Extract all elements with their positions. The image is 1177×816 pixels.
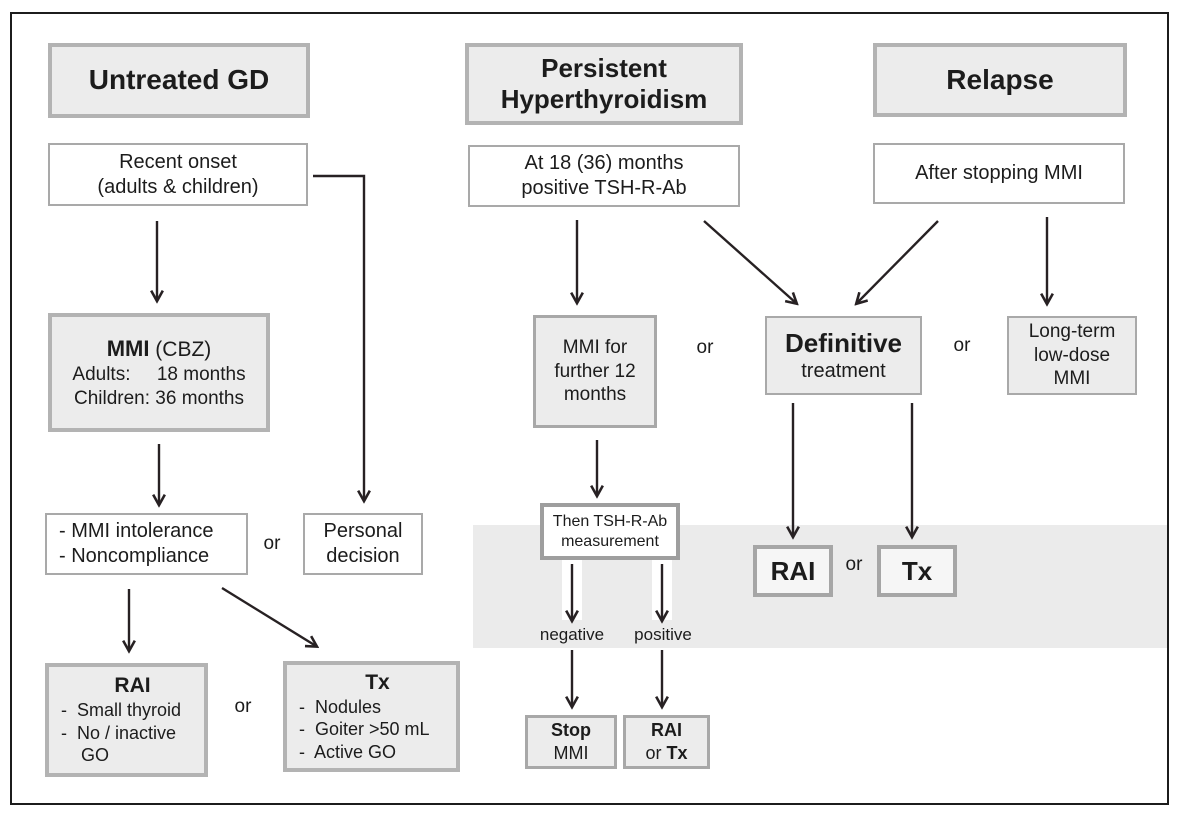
- box-mmi-cbz: MMI (CBZ) Adults: 18 months Children: 36…: [48, 313, 270, 432]
- box-tx-detail: Tx - Nodules - Goiter >50 mL - Active GO: [283, 661, 460, 772]
- definitive-title: Definitive: [784, 327, 903, 358]
- rai-detail-item1: - Small thyroid: [61, 700, 182, 721]
- tx-detail-item1: - Nodules: [299, 696, 382, 717]
- header-untreated-gd-label: Untreated GD: [88, 64, 270, 96]
- after-stopping-label: After stopping MMI: [915, 162, 1083, 184]
- mmi-further-line2: further 12: [554, 360, 636, 382]
- box-rai-detail: RAI - Small thyroid - No / inactive GO: [45, 663, 208, 777]
- box-at-18-months: At 18 (36) months positive TSH-R-Ab: [468, 145, 740, 207]
- tx-detail-item2: - Goiter >50 mL: [299, 719, 430, 740]
- rai-or-tx-tx: Tx: [666, 743, 688, 763]
- rai-detail-item2: - No / inactive: [61, 722, 177, 743]
- personal-decision-line2: decision: [326, 545, 400, 567]
- persistent-line1: Persistent: [541, 52, 667, 83]
- or-label-right: or: [953, 335, 971, 356]
- box-rai-or-tx: RAI or Tx: [623, 715, 710, 769]
- mmi-intolerance-line2: - Noncompliance: [59, 545, 210, 567]
- box-tx-big: Tx: [877, 545, 957, 597]
- mmi-cbz-title: MMI (CBZ): [107, 335, 212, 363]
- long-term-line2: low-dose: [1033, 344, 1111, 366]
- rai-or-tx-or: or: [645, 743, 667, 763]
- label-negative: negative: [539, 625, 605, 644]
- arrow-strip-positive: [652, 558, 672, 620]
- then-tshrab-line2: measurement: [561, 532, 659, 550]
- label-positive: positive: [634, 625, 692, 644]
- stop-mmi-line2: MMI: [553, 743, 589, 763]
- mmi-further-line3: months: [563, 384, 627, 406]
- header-persistent-hyperthyroidism: Persistent Hyperthyroidism: [465, 43, 743, 125]
- header-relapse-label: Relapse: [946, 63, 1054, 95]
- tx-big-label: Tx: [901, 555, 933, 586]
- mmi-cbz-title-bold: MMI: [106, 335, 150, 361]
- recent-onset-line2: (adults & children): [97, 175, 259, 198]
- at18-line2: positive TSH-R-Ab: [521, 177, 687, 199]
- at18-line1: At 18 (36) months: [524, 152, 684, 174]
- stop-mmi-line1: Stop: [551, 719, 591, 740]
- persistent-line2: Hyperthyroidism: [500, 84, 708, 114]
- mmi-intolerance-line1: - MMI intolerance: [59, 520, 214, 542]
- or-label-mid: or: [696, 337, 714, 358]
- tx-detail-title: Tx: [365, 670, 390, 694]
- tx-detail-item3: - Active GO: [299, 741, 397, 762]
- mmi-cbz-title-rest: (CBZ): [149, 337, 212, 361]
- long-term-line3: MMI: [1053, 368, 1091, 390]
- rai-big-label: RAI: [770, 555, 816, 586]
- mmi-cbz-row1: Adults: 18 months: [72, 363, 246, 385]
- box-then-tshrab: Then TSH-R-Ab measurement: [540, 503, 680, 560]
- header-relapse: Relapse: [873, 43, 1127, 117]
- long-term-line1: Long-term: [1028, 320, 1116, 342]
- then-tshrab-line1: Then TSH-R-Ab: [552, 512, 668, 530]
- or-label-rai-tx-left: or: [234, 696, 252, 717]
- or-label-personal: or: [263, 533, 281, 554]
- box-long-term-mmi: Long-term low-dose MMI: [1007, 316, 1137, 395]
- box-recent-onset: Recent onset (adults & children): [48, 143, 308, 206]
- rai-or-tx-line2: or Tx: [645, 742, 687, 765]
- mmi-further-line1: MMI for: [562, 336, 628, 358]
- box-stop-mmi: Stop MMI: [525, 715, 617, 769]
- box-rai-big: RAI: [753, 545, 833, 597]
- mmi-cbz-row2: Children: 36 months: [73, 387, 245, 409]
- box-after-stopping-mmi: After stopping MMI: [873, 143, 1125, 204]
- arrow-strip-negative: [562, 558, 582, 620]
- rai-or-tx-line1: RAI: [651, 719, 682, 740]
- box-mmi-intolerance: - MMI intolerance - Noncompliance: [45, 513, 248, 575]
- header-untreated-gd: Untreated GD: [48, 43, 310, 118]
- personal-decision-line1: Personal: [323, 520, 403, 542]
- rai-detail-item3: GO: [61, 745, 110, 766]
- box-definitive-treatment: Definitive treatment: [765, 316, 922, 395]
- box-mmi-further: MMI for further 12 months: [533, 315, 657, 428]
- definitive-subtitle: treatment: [801, 360, 886, 383]
- recent-onset-line1: Recent onset: [119, 150, 237, 173]
- rai-detail-title: RAI: [114, 674, 151, 698]
- or-label-band: or: [845, 554, 863, 575]
- box-personal-decision: Personal decision: [303, 513, 423, 575]
